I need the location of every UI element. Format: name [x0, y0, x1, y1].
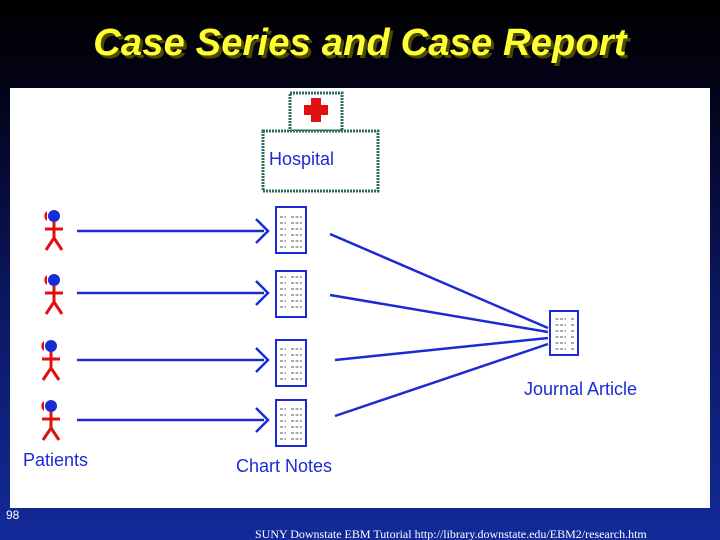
- person-icon: [44, 210, 64, 251]
- arrow: [77, 218, 270, 244]
- hospital: Hospital: [261, 91, 380, 193]
- red-cross-icon: [304, 98, 328, 122]
- document-icon: [275, 399, 307, 447]
- patient-figure: [41, 400, 61, 441]
- connector-line: [334, 342, 549, 418]
- slide-title: Case Series and Case Report: [93, 22, 627, 64]
- arrow: [77, 407, 270, 433]
- patients-label: Patients: [23, 450, 88, 470]
- slide-number: 98: [6, 508, 20, 522]
- arrow: [77, 280, 270, 306]
- chart-note: [275, 206, 307, 254]
- connector-line: [329, 293, 549, 334]
- hospital-label: Hospital: [269, 149, 334, 169]
- document-icon: [275, 206, 307, 254]
- chart-note: [275, 339, 307, 387]
- connector-line: [334, 336, 549, 362]
- person-icon: [44, 274, 64, 315]
- document-icon: [275, 339, 307, 387]
- chart-note: [275, 270, 307, 318]
- patient-figure: [44, 274, 64, 315]
- connector-line: [329, 232, 549, 330]
- patient-figure: [41, 340, 61, 381]
- chart-note: [275, 399, 307, 447]
- footer-citation: SUNY Downstate EBM Tutorial http://libra…: [255, 527, 647, 540]
- document-icon: [275, 270, 307, 318]
- diagram-panel: Hospital: [10, 88, 710, 508]
- document-icon: [549, 310, 579, 356]
- person-icon: [41, 400, 61, 441]
- patient-figure: [44, 210, 64, 251]
- hospital-building: [261, 129, 380, 193]
- person-icon: [41, 340, 61, 381]
- converging-lines: [329, 232, 549, 418]
- journal-article-label: Journal Article: [524, 379, 637, 399]
- chart-notes-label: Chart Notes: [236, 456, 332, 476]
- journal-article: [549, 310, 579, 356]
- arrow: [77, 347, 270, 373]
- diagram-svg: Hospital: [23, 91, 637, 476]
